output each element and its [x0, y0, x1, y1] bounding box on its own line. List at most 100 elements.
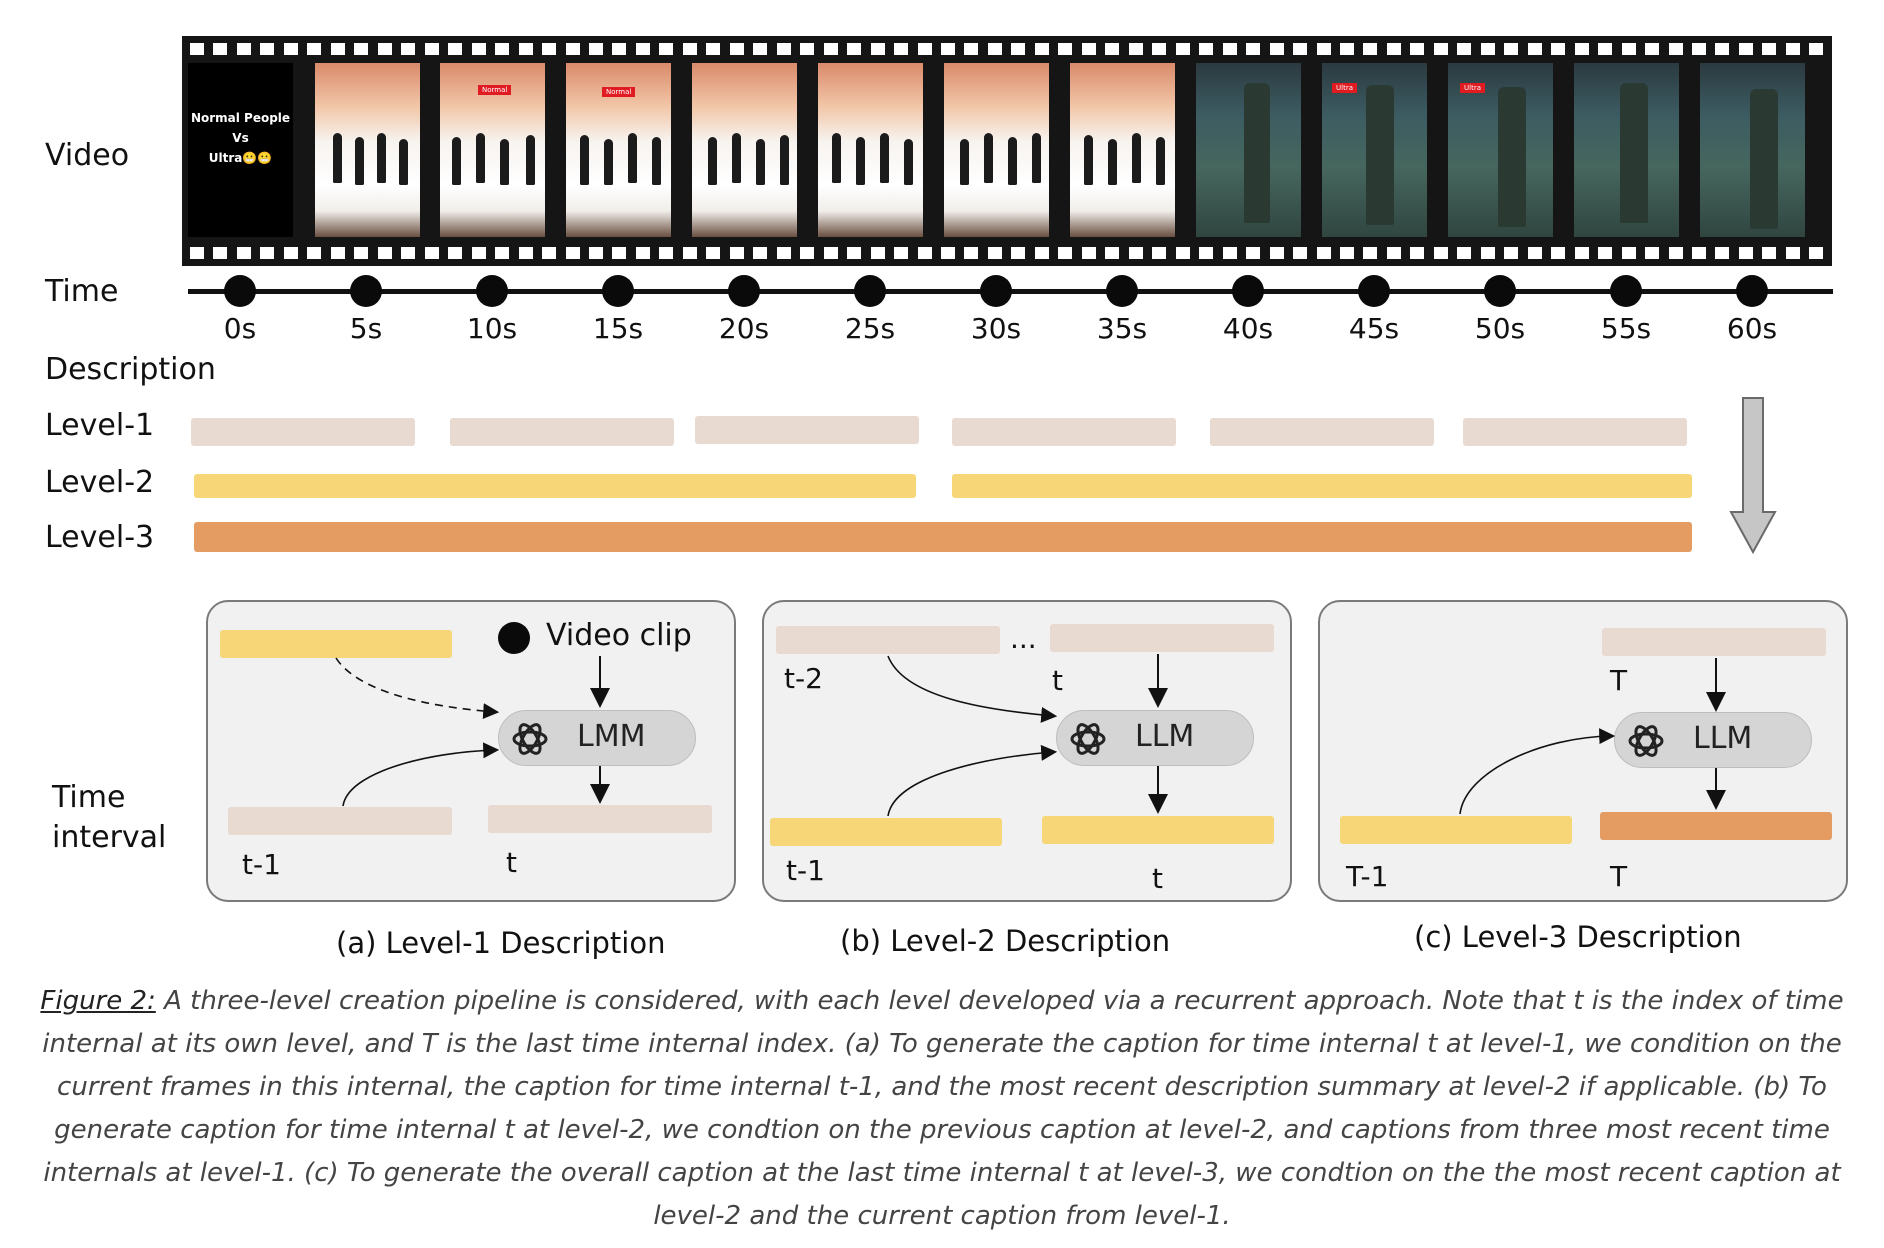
row-label-level2: Level-2 [45, 465, 155, 500]
timeline-tick-label: 50s [1474, 312, 1526, 345]
timeline-tick-label: 40s [1222, 312, 1274, 345]
panel-level2: ... t-2 t LLM t-1 t [762, 600, 1292, 902]
panel-c-cur-label: T [1610, 860, 1628, 893]
timeline-tick-label: 35s [1096, 312, 1148, 345]
title-card-line3: Ultra😬😬 [208, 151, 273, 165]
figure-caption: Figure 2: A three-level creation pipelin… [40, 980, 1844, 1238]
timeline-dot [602, 275, 634, 307]
timeline-tick-label: 60s [1726, 312, 1778, 345]
row-label-level3: Level-3 [45, 520, 155, 555]
film-holes-bottom [190, 247, 1824, 259]
timeline-dot [1106, 275, 1138, 307]
timeline-tick-label: 20s [718, 312, 770, 345]
timeline-dot [980, 275, 1012, 307]
video-frame-mall [1070, 63, 1175, 237]
panel-level1: Video clip LMM t-1 t [206, 600, 736, 902]
down-arrow-icon [1729, 397, 1777, 555]
level3-segment [194, 522, 1692, 552]
video-frame-mall [818, 63, 923, 237]
panel-c-level1-bar [1602, 628, 1826, 656]
panel-c-top-label: T [1610, 664, 1628, 697]
timeline-dot [224, 275, 256, 307]
panel-b-level1-bar [776, 626, 1000, 654]
ultra-badge: Ultra [1460, 83, 1485, 93]
panel-a-prev-label: t-1 [242, 848, 281, 881]
ultra-badge: Ultra [1332, 83, 1357, 93]
row-label-description: Description [45, 352, 216, 387]
llm-node: LLM [1056, 710, 1254, 766]
video-frame-mall [944, 63, 1049, 237]
panel-b-top-right-label: t [1052, 664, 1063, 697]
timeline-dot [728, 275, 760, 307]
lmm-node: LMM [498, 710, 696, 766]
llm-node: LLM [1614, 712, 1812, 768]
llm-label: LLM [1693, 721, 1753, 756]
timeline-dot [1736, 275, 1768, 307]
panel-b-prev-label: t-1 [786, 854, 825, 887]
panel-c-prev-bar [1340, 816, 1572, 844]
panel-c-prev-label: T-1 [1346, 860, 1389, 893]
timeline-tick-label: 0s [223, 312, 257, 345]
time-interval-line2: interval [52, 820, 167, 855]
video-clip-dot [498, 622, 530, 654]
level1-segment [695, 416, 919, 444]
timeline-dot [476, 275, 508, 307]
video-frame-stairs: Ultra [1448, 63, 1553, 237]
row-label-time: Time [45, 274, 119, 309]
timeline-tick-label: 5s [349, 312, 383, 345]
level2-segment [952, 474, 1692, 498]
timeline-dot [1484, 275, 1516, 307]
video-frame-title-card: Normal People Vs Ultra😬😬 [188, 63, 293, 237]
timeline-dot [1358, 275, 1390, 307]
row-label-level1: Level-1 [45, 408, 155, 443]
row-label-video: Video [45, 138, 130, 173]
figure-caption-text: A three-level creation pipeline is consi… [42, 986, 1844, 1231]
video-frame-mall: Normal [440, 63, 545, 237]
timeline-dot [854, 275, 886, 307]
film-holes-top [190, 43, 1824, 55]
timeline-dot [350, 275, 382, 307]
timeline-tick-label: 10s [466, 312, 518, 345]
timeline-tick-label: 25s [844, 312, 896, 345]
panel-a-level2-bar [220, 630, 452, 658]
panel-c-cur-bar [1600, 812, 1832, 840]
lmm-label: LMM [577, 719, 646, 754]
panel-c-arrows [1459, 658, 1726, 815]
panel-b-ellipsis: ... [1010, 622, 1037, 655]
panel-a-cur-label: t [506, 846, 517, 879]
timeline-tick-label: 45s [1348, 312, 1400, 345]
panel-b-arrows [887, 654, 1168, 817]
panel-b-level1-bar [1050, 624, 1274, 652]
normal-badge: Normal [602, 87, 636, 97]
level1-segment [450, 418, 674, 446]
timeline-tick-label: 30s [970, 312, 1022, 345]
panel-a-arrows [335, 656, 610, 807]
video-frame-mall [692, 63, 797, 237]
panel-b-prev-bar [770, 818, 1002, 846]
video-clip-legend: Video clip [546, 618, 692, 653]
video-frame-stairs [1196, 63, 1301, 237]
video-frame-mall [315, 63, 420, 237]
title-card-line2: Vs [232, 131, 249, 145]
subcaption-c: (c) Level-3 Description [1414, 920, 1742, 954]
video-frame-stairs: Ultra [1322, 63, 1427, 237]
figure-caption-lead: Figure 2: [40, 986, 156, 1016]
video-frame-stairs [1574, 63, 1679, 237]
time-interval-line1: Time [52, 780, 126, 815]
openai-logo-icon [512, 723, 548, 755]
video-frame-stairs [1700, 63, 1805, 237]
video-frame-mall: Normal [566, 63, 671, 237]
timeline-dot [1232, 275, 1264, 307]
llm-label: LLM [1135, 719, 1195, 754]
timeline-tick-label: 15s [592, 312, 644, 345]
level1-segment [191, 418, 415, 446]
panel-level3: T LLM T-1 T [1318, 600, 1848, 902]
level1-segment [952, 418, 1176, 446]
level2-segment [194, 474, 916, 498]
level1-segment [1463, 418, 1687, 446]
film-strip: Normal People Vs Ultra😬😬 Normal Normal [182, 36, 1832, 266]
row-label-time-interval: Time interval [52, 778, 166, 858]
openai-logo-icon [1628, 725, 1664, 757]
openai-logo-icon [1070, 723, 1106, 755]
subcaption-b: (b) Level-2 Description [840, 924, 1171, 958]
